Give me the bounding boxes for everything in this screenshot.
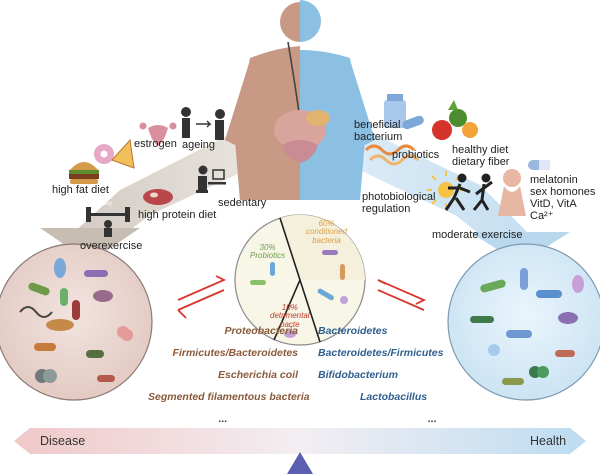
sun-icon <box>427 171 465 209</box>
health-bacteria-item: ... <box>428 413 437 425</box>
photobiological-waves-icon <box>364 144 420 166</box>
pie-detrimental-pct: 10% <box>281 303 298 312</box>
uterus-icon <box>139 122 177 146</box>
pill-icon <box>528 160 550 170</box>
pie-label-probiotics: 30% Probiotics <box>250 243 286 261</box>
label-probiotics: probiotics <box>392 149 440 161</box>
disease-bacteria-item: ... <box>218 413 228 425</box>
vegetables-icon <box>432 100 478 140</box>
axis-label-health: Health <box>530 434 567 448</box>
health-bacteria-item: Bifidobacterium <box>318 369 398 381</box>
steak-icon <box>143 189 173 205</box>
label-beneficial: beneficial <box>354 119 401 131</box>
donut-icon <box>94 144 114 164</box>
label-high-protein-diet: high protein diet <box>138 209 217 221</box>
label-vitamins: VitD, VitA <box>530 198 577 210</box>
disease-microbiota-circle <box>0 243 153 401</box>
label-calcium: Ca²⁺ <box>530 210 554 222</box>
pie-label-detrimental: 10% detrimental bacte <box>270 303 310 329</box>
pie-conditioned-text-2: bacteria <box>312 235 341 245</box>
label-ageing: ageing <box>182 139 216 151</box>
pie-label-conditioned: 60% conditioned bacteria <box>306 219 347 245</box>
person-face-icon <box>498 169 526 216</box>
pie-detrimental-text-1: detrimental <box>270 311 310 321</box>
pie-probiotics-pct: 30% <box>259 243 276 252</box>
label-healthy-diet: healthy diet <box>452 144 509 156</box>
disease-bacteria-list: Proteobacteria Firmicutes/Bacteroidetes … <box>148 320 310 430</box>
weightlifter-icon <box>86 207 130 237</box>
health-bacteria-item: Bacteroidetes <box>318 325 388 337</box>
label-sedentary: sedentary <box>218 197 267 209</box>
burger-icon <box>69 162 99 184</box>
capsule-icon <box>402 115 424 130</box>
label-bacterium: bacterium <box>354 131 403 143</box>
disease-bacteria-item: Segmented filamentous bacteria <box>148 391 310 403</box>
label-sex-hormones: sex homones <box>530 186 596 198</box>
right-equilibrium-arrows <box>377 279 427 311</box>
health-bacteria-item: Bacteroidetes/Firmicutes <box>318 347 444 359</box>
microbiota-composition-pie <box>234 214 366 346</box>
disease-bacteria-item: Proteobacteria <box>224 325 298 337</box>
health-microbiota-circle <box>447 243 600 401</box>
left-equilibrium-arrows <box>177 275 227 319</box>
disease-health-axis <box>14 428 586 454</box>
human-body-icon <box>225 0 375 200</box>
label-photobiological: photobiological <box>362 191 436 203</box>
pie-conditioned-text-1: conditioned <box>306 227 347 237</box>
label-high-fat-diet: high fat diet <box>52 184 109 196</box>
pizza-icon <box>111 138 135 169</box>
disease-bacteria-item: Firmicutes/Bacteroidetes <box>172 347 298 359</box>
axis-label-disease: Disease <box>40 434 86 448</box>
label-heavy: heavy <box>96 201 113 207</box>
pie-detrimental-text-2: bacte <box>280 319 300 329</box>
label-melatonin: melatonin <box>530 174 578 186</box>
balance-triangle <box>287 452 313 474</box>
disease-bacteria-item: Escherichia coil <box>218 369 298 381</box>
label-overexercise: overexercise <box>80 240 143 252</box>
label-moderate-exercise: moderate exercise <box>432 229 523 241</box>
probiotic-bottle-icon <box>384 94 406 128</box>
pie-divider <box>273 217 321 343</box>
label-dietary-fiber: dietary fiber <box>452 156 510 168</box>
desk-worker-icon <box>196 165 226 193</box>
health-bacteria-list: Bacteroidetes Bacteroidetes/Firmicutes B… <box>318 320 458 430</box>
label-regulation: regulation <box>362 203 411 215</box>
left-beam-arrowhead <box>40 228 140 262</box>
pie-conditioned-pct: 60% <box>318 219 335 228</box>
pie-probiotics-text: Probiotics <box>250 251 286 261</box>
health-bacteria-item: Lactobacillus <box>360 391 428 403</box>
ageing-people-icon <box>181 107 225 140</box>
label-estrogen: estrogen <box>134 138 177 150</box>
runner-icon <box>444 173 493 211</box>
